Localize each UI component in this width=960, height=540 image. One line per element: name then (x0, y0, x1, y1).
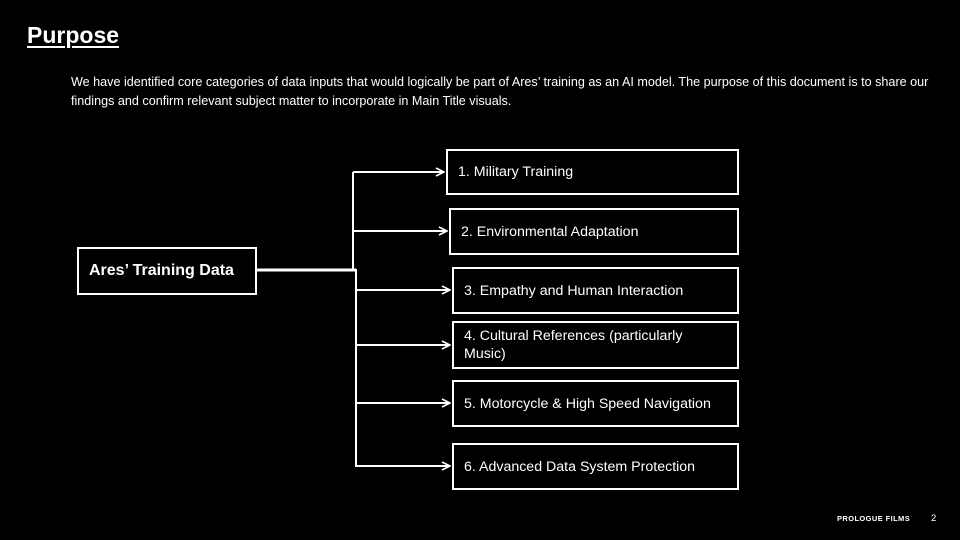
category-node-military-training: 1. Military Training (446, 149, 739, 195)
root-node-box: Ares’ Training Data (77, 247, 257, 295)
category-label: 3. Empathy and Human Interaction (464, 282, 684, 299)
category-node-empathy-human-interaction: 3. Empathy and Human Interaction (452, 267, 739, 314)
brand-logo: PROLOGUE FILMS (837, 514, 911, 523)
category-node-environmental-adaptation: 2. Environmental Adaptation (449, 208, 739, 255)
root-node-label: Ares’ Training Data (89, 262, 234, 279)
category-node-cultural-references: 4. Cultural References (particularly Mus… (452, 321, 739, 369)
page-number: 2 (931, 513, 937, 524)
category-label: 2. Environmental Adaptation (461, 223, 639, 240)
intro-paragraph: We have identified core categories of da… (71, 75, 929, 108)
category-label: 1. Military Training (458, 164, 574, 180)
category-node-motorcycle-navigation: 5. Motorcycle & High Speed Navigation (452, 380, 739, 427)
slide-title: Purpose (27, 22, 120, 48)
category-label: 5. Motorcycle & High Speed Navigation (464, 395, 711, 412)
category-label: 6. Advanced Data System Protection (464, 458, 696, 475)
category-label: 4. Cultural References (particularly Mus… (464, 328, 683, 362)
category-node-data-system-protection: 6. Advanced Data System Protection (452, 443, 739, 490)
